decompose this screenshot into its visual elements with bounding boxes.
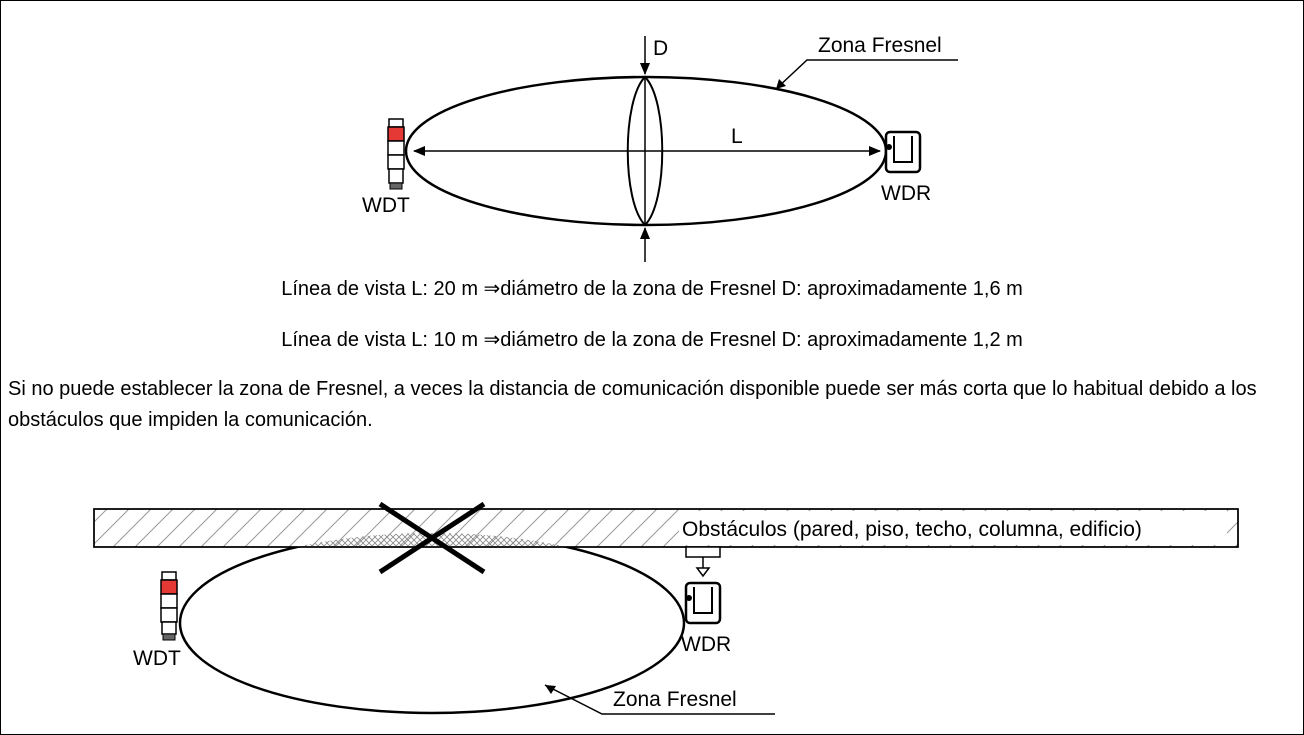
label-obstacles: Obstáculos (pared, piso, techo, columna,… [682, 518, 1142, 541]
fresnel-cross-section [626, 75, 664, 227]
zone-leader-top [775, 59, 958, 90]
fresnel-example-20m: Línea de vista L: 20 m ⇒diámetro de la z… [281, 278, 1023, 300]
fresnel-note: Si no puede establecer la zona de Fresne… [8, 378, 1257, 431]
wdt-tower-icon-bottom [160, 571, 178, 641]
label-wdr-bottom: WDR [681, 633, 731, 656]
zone-leader-bottom [544, 684, 775, 715]
label-wdr-top: WDR [881, 182, 931, 205]
diagram-top: D L Zona Fresnel WDT WDR [362, 34, 958, 262]
wdr-receiver-icon [884, 130, 922, 174]
fresnel-example-10m: Línea de vista L: 10 m ⇒diámetro de la z… [281, 329, 1023, 351]
label-wdt-bottom: WDT [133, 647, 181, 670]
label-zona-fresnel-bottom: Zona Fresnel [613, 688, 737, 711]
label-zona-fresnel-top: Zona Fresnel [818, 34, 942, 57]
label-wdt-top: WDT [362, 194, 410, 217]
label-d: D [653, 37, 668, 60]
wdt-tower-icon [387, 118, 405, 190]
fresnel-ellipse-bottom [178, 547, 686, 715]
wdr-receiver-icon-bottom [684, 581, 722, 625]
label-l: L [731, 125, 743, 148]
diagram-bottom: Obstáculos (pared, piso, techo, columna,… [93, 501, 1239, 715]
